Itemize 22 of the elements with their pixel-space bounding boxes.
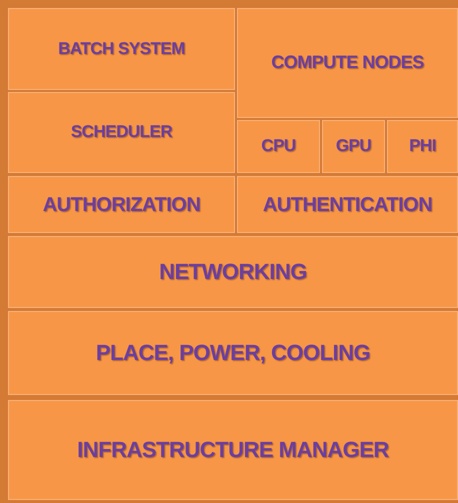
layer-box: [237, 176, 458, 233]
layer-label: NETWORKING: [159, 260, 307, 284]
layer-label: PLACE, POWER, COOLING: [96, 340, 370, 366]
layer-box: [8, 8, 235, 90]
layer-box: [8, 92, 235, 173]
layer-label: COMPUTE NODES: [271, 53, 424, 73]
layer-label: AUTHORIZATION: [42, 194, 200, 216]
layer-label: AUTHENTICATION: [262, 194, 432, 216]
layer-box: [8, 176, 235, 233]
layer-box: [8, 311, 458, 395]
layer-label: SCHEDULER: [70, 123, 172, 142]
layer-label: GPU: [336, 137, 372, 156]
layer-box: [237, 8, 458, 118]
layer-box: [322, 120, 385, 173]
layer-box: [237, 120, 320, 173]
layer-box: [8, 236, 458, 308]
layer-box: [8, 400, 458, 500]
layer-label: INFRASTRUCTURE MANAGER: [77, 438, 389, 462]
layer-label: PHI: [409, 137, 436, 156]
layer-box: [387, 120, 458, 173]
layer-label: CPU: [261, 137, 296, 156]
layer-label: BATCH SYSTEM: [58, 40, 185, 58]
